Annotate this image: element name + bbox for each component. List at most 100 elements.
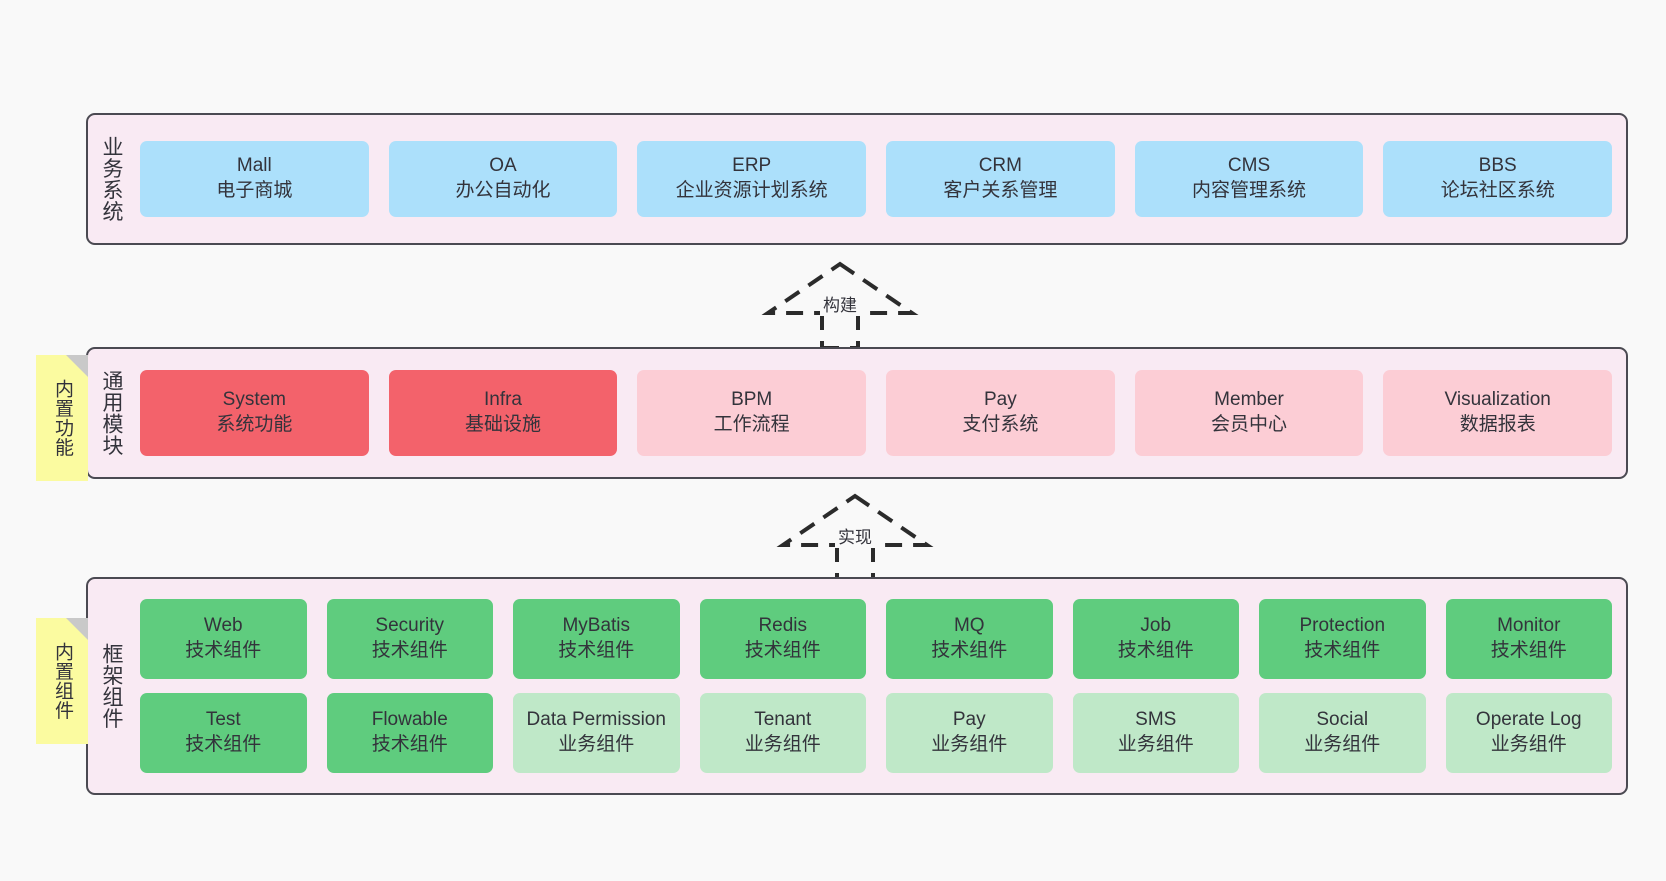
- component-subtitle: 技术组件: [744, 640, 821, 661]
- component-name: OA: [489, 155, 517, 177]
- component-subtitle: 基础设施: [465, 414, 542, 435]
- component-name: CRM: [978, 155, 1022, 177]
- component-tenant[interactable]: Tenant 业务组件: [699, 693, 866, 773]
- component-name: Pay: [952, 709, 986, 731]
- component-subtitle: 技术组件: [371, 734, 448, 755]
- connector-implement: 实现: [775, 490, 935, 582]
- component-subtitle: 技术组件: [558, 640, 635, 661]
- component-mq[interactable]: MQ 技术组件: [886, 599, 1053, 679]
- component-oa[interactable]: OA 办公自动化: [388, 141, 618, 217]
- component-name: Job: [1140, 615, 1172, 637]
- component-name: Member: [1214, 389, 1284, 411]
- component-subtitle: 业务组件: [931, 734, 1008, 755]
- component-row: Mall 电子商城 OA 办公自动化 ERP 企业资源计划系统 CRM 客户关系…: [140, 141, 1613, 217]
- component-subtitle: 论坛社区系统: [1440, 180, 1555, 201]
- component-name: Social: [1316, 709, 1369, 731]
- sticky-note-label: 内置组件: [52, 642, 74, 720]
- component-name: ERP: [732, 155, 772, 177]
- component-name: Security: [375, 615, 445, 637]
- component-subtitle: 技术组件: [185, 640, 262, 661]
- component-redis[interactable]: Redis 技术组件: [699, 599, 866, 679]
- component-row: Test 技术组件 Flowable 技术组件 Data Permission …: [140, 693, 1612, 773]
- component-name: BPM: [731, 389, 773, 411]
- layer-business-system: 业务系统 Mall 电子商城 OA 办公自动化 ERP 企业资源计划系统 CRM…: [86, 113, 1628, 245]
- component-operate-log[interactable]: Operate Log 业务组件: [1445, 693, 1612, 773]
- component-subtitle: 工作流程: [713, 414, 790, 435]
- component-web[interactable]: Web 技术组件: [140, 599, 307, 679]
- component-job[interactable]: Job 技术组件: [1072, 599, 1239, 679]
- component-data-permission[interactable]: Data Permission 业务组件: [513, 693, 680, 773]
- module-pay[interactable]: Pay 支付系统: [886, 370, 1115, 456]
- component-flowable[interactable]: Flowable 技术组件: [326, 693, 493, 773]
- component-subtitle: 企业资源计划系统: [675, 180, 828, 201]
- component-subtitle: 数据报表: [1459, 414, 1536, 435]
- layer-framework-component: 框架组件 Web 技术组件 Security 技术组件 MyBatis 技术组件…: [86, 577, 1628, 795]
- folded-corner-icon: [66, 618, 88, 640]
- component-name: Operate Log: [1475, 709, 1582, 731]
- layer-body-business-system: Mall 电子商城 OA 办公自动化 ERP 企业资源计划系统 CRM 客户关系…: [134, 115, 1626, 243]
- connector-label: 构建: [820, 295, 860, 316]
- component-name: Data Permission: [526, 709, 666, 731]
- component-bbs[interactable]: BBS 论坛社区系统: [1383, 141, 1613, 217]
- component-subtitle: 技术组件: [1304, 640, 1381, 661]
- component-name: Redis: [758, 615, 808, 637]
- sticky-note-label: 内置功能: [52, 379, 74, 457]
- component-monitor[interactable]: Monitor 技术组件: [1445, 599, 1612, 679]
- component-subtitle: 业务组件: [558, 734, 635, 755]
- component-subtitle: 业务组件: [1490, 734, 1567, 755]
- component-name: Web: [203, 615, 243, 637]
- component-subtitle: 电子商城: [216, 180, 293, 201]
- component-name: MQ: [953, 615, 985, 637]
- module-infra[interactable]: Infra 基础设施: [388, 370, 618, 456]
- component-name: Mall: [236, 155, 272, 177]
- layer-title-common-module: 通用模块: [99, 370, 123, 456]
- component-row: Web 技术组件 Security 技术组件 MyBatis 技术组件 Redi…: [140, 599, 1612, 679]
- layer-body-framework-component: Web 技术组件 Security 技术组件 MyBatis 技术组件 Redi…: [134, 579, 1626, 793]
- component-crm[interactable]: CRM 客户关系管理: [886, 141, 1115, 217]
- component-name: System: [222, 389, 287, 411]
- sticky-note-builtin-function: 内置功能: [36, 355, 88, 481]
- component-subtitle: 技术组件: [1117, 640, 1194, 661]
- module-visualization[interactable]: Visualization 数据报表: [1383, 370, 1613, 456]
- connector-label: 实现: [835, 527, 875, 548]
- module-bpm[interactable]: BPM 工作流程: [637, 370, 867, 456]
- component-mybatis[interactable]: MyBatis 技术组件: [513, 599, 680, 679]
- layer-common-module: 通用模块 System 系统功能 Infra 基础设施 BPM 工作流程 Pay…: [86, 347, 1628, 479]
- component-subtitle: 系统功能: [216, 414, 293, 435]
- component-mall[interactable]: Mall 电子商城: [140, 141, 369, 217]
- component-subtitle: 技术组件: [1490, 640, 1567, 661]
- component-name: Test: [205, 709, 241, 731]
- component-social[interactable]: Social 业务组件: [1259, 693, 1426, 773]
- component-name: SMS: [1135, 709, 1177, 731]
- component-erp[interactable]: ERP 企业资源计划系统: [637, 141, 867, 217]
- component-name: Tenant: [754, 709, 812, 731]
- component-subtitle: 业务组件: [744, 734, 821, 755]
- component-subtitle: 业务组件: [1304, 734, 1381, 755]
- component-subtitle: 客户关系管理: [943, 180, 1058, 201]
- component-pay[interactable]: Pay 业务组件: [886, 693, 1053, 773]
- layer-body-common-module: System 系统功能 Infra 基础设施 BPM 工作流程 Pay 支付系统…: [134, 349, 1626, 477]
- component-name: Infra: [483, 389, 523, 411]
- layer-title-business-system: 业务系统: [99, 136, 123, 222]
- component-name: CMS: [1227, 155, 1271, 177]
- component-test[interactable]: Test 技术组件: [140, 693, 307, 773]
- component-subtitle: 内容管理系统: [1192, 180, 1307, 201]
- component-security[interactable]: Security 技术组件: [326, 599, 493, 679]
- component-name: Protection: [1299, 615, 1386, 637]
- component-name: Monitor: [1497, 615, 1561, 637]
- component-protection[interactable]: Protection 技术组件: [1259, 599, 1426, 679]
- component-name: MyBatis: [562, 615, 631, 637]
- component-sms[interactable]: SMS 业务组件: [1072, 693, 1239, 773]
- module-member[interactable]: Member 会员中心: [1134, 370, 1364, 456]
- component-subtitle: 技术组件: [185, 734, 262, 755]
- component-name: Flowable: [371, 709, 448, 731]
- component-subtitle: 技术组件: [931, 640, 1008, 661]
- component-name: BBS: [1478, 155, 1517, 177]
- component-name: Pay: [983, 389, 1017, 411]
- folded-corner-icon: [66, 355, 88, 377]
- component-name: Visualization: [1444, 389, 1551, 411]
- component-row: System 系统功能 Infra 基础设施 BPM 工作流程 Pay 支付系统…: [140, 370, 1613, 456]
- component-cms[interactable]: CMS 内容管理系统: [1134, 141, 1364, 217]
- module-system[interactable]: System 系统功能: [140, 370, 369, 456]
- component-subtitle: 技术组件: [371, 640, 448, 661]
